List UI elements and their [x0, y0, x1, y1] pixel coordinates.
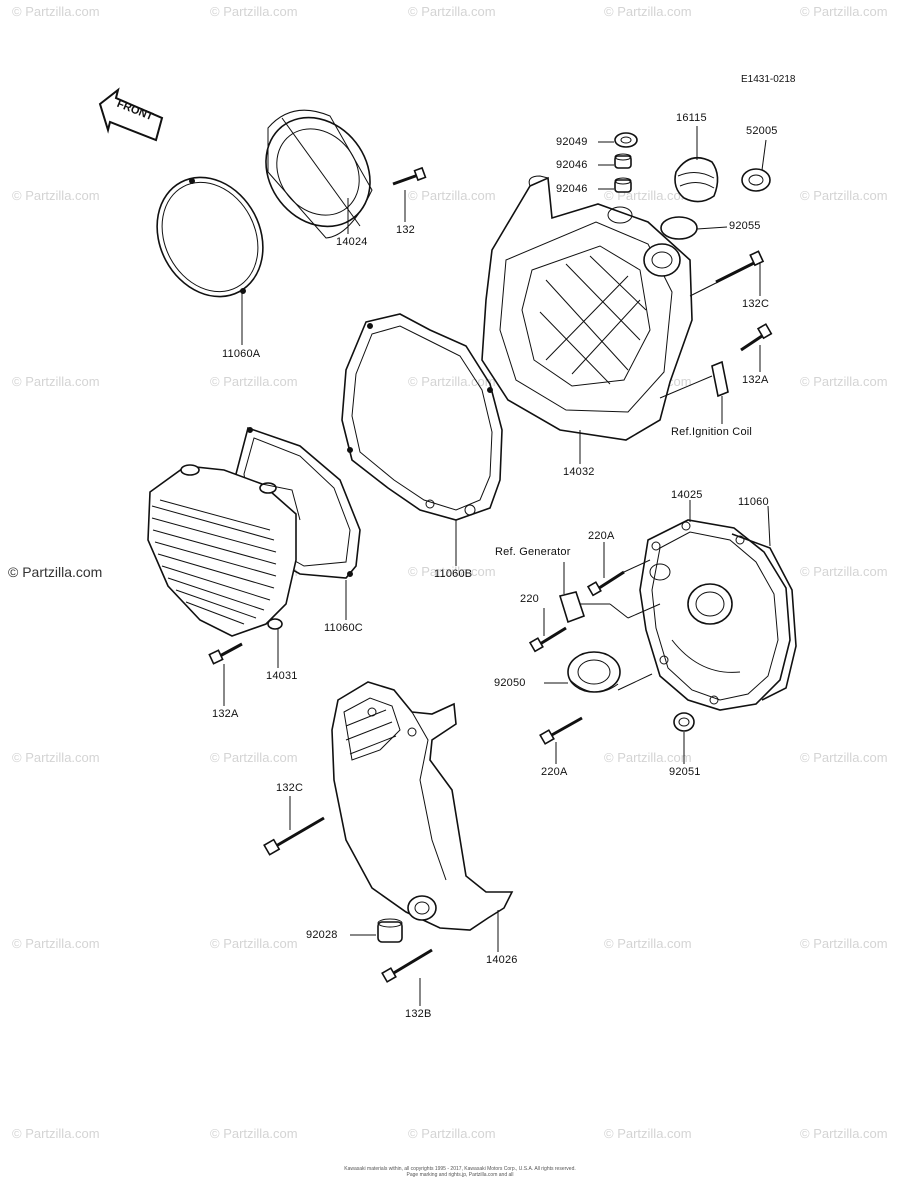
watermark: © Partzilla.com: [408, 1126, 496, 1141]
part-label-132A[interactable]: 132A: [742, 374, 769, 386]
cover-14025: [639, 519, 791, 711]
part-label-11060A[interactable]: 11060A: [222, 348, 261, 360]
watermark: © Partzilla.com: [800, 4, 888, 19]
watermark: © Partzilla.com: [408, 188, 496, 203]
part-label-92046[interactable]: 92046: [556, 159, 588, 171]
cover-14032: [481, 175, 693, 441]
part-label-220[interactable]: 220: [520, 593, 539, 605]
watermark: © Partzilla.com: [800, 374, 888, 389]
watermark: © Partzilla.com: [800, 936, 888, 951]
watermark: © Partzilla.com: [408, 564, 496, 579]
watermark: © Partzilla.com: [12, 936, 100, 951]
part-label-52005[interactable]: 52005: [746, 125, 778, 137]
part-label-132C[interactable]: 132C: [276, 782, 304, 794]
guard-14026: [331, 681, 514, 931]
bolt-132A-top: [740, 323, 773, 352]
part-label-16115[interactable]: 16115: [676, 112, 707, 124]
part-label-92046[interactable]: 92046: [556, 183, 588, 195]
generator-clamp: [558, 562, 661, 624]
collar-92049: [614, 132, 638, 148]
part-label-11060C[interactable]: 11060C: [324, 622, 363, 634]
part-label-132C[interactable]: 132C: [742, 298, 770, 310]
bolt-220A-top: [586, 570, 625, 597]
bolt-220A-bottom: [539, 716, 583, 745]
watermark: © Partzilla.com: [604, 1126, 692, 1141]
gasket-11060B: [341, 313, 503, 521]
bush-92046-a: [614, 153, 632, 169]
gasket-11060A: [156, 176, 264, 298]
diagram-code: E1431-0218: [741, 74, 796, 85]
copyright-line: Page marking and rights.jp, Partzilla.co…: [406, 1172, 514, 1178]
watermark: © Partzilla.com: [800, 188, 888, 203]
front-arrow-icon: FRONT: [98, 87, 164, 142]
part-label-92050[interactable]: 92050: [494, 677, 526, 689]
watermark: © Partzilla.com: [800, 564, 888, 579]
part-label-11060B[interactable]: 11060B: [434, 568, 473, 580]
watermark-primary: © Partzilla.com: [8, 564, 103, 580]
watermark: © Partzilla.com: [210, 750, 298, 765]
ref-label-ignition-coil[interactable]: Ref.Ignition Coil: [671, 426, 753, 438]
watermark: © Partzilla.com: [604, 750, 692, 765]
part-label-132A[interactable]: 132A: [212, 708, 239, 720]
bushing-92028: [377, 918, 403, 943]
o-ring-92055: [660, 216, 698, 240]
watermark: © Partzilla.com: [210, 1126, 298, 1141]
part-label-14032[interactable]: 14032: [563, 466, 595, 478]
part-label-220A[interactable]: 220A: [541, 766, 568, 778]
bolt-132C-top: [715, 250, 765, 284]
seal-52005: [741, 168, 771, 192]
part-label-14024[interactable]: 14024: [336, 236, 368, 248]
bolt-132A-bottom: [208, 642, 243, 665]
part-label-92051[interactable]: 92051: [669, 766, 701, 778]
cover-14024: [265, 109, 373, 239]
watermark: © Partzilla.com: [800, 750, 888, 765]
watermark: © Partzilla.com: [408, 4, 496, 19]
copyright-footer: Kawasaki materials within, all copyright…: [270, 1166, 650, 1178]
watermark: © Partzilla.com: [12, 188, 100, 203]
watermark: © Partzilla.com: [12, 374, 100, 389]
bolt-132: [392, 166, 427, 186]
part-label-14025[interactable]: 14025: [671, 489, 703, 501]
part-label-220A[interactable]: 220A: [588, 530, 615, 542]
cover-14031: [147, 464, 301, 637]
ref-label-generator[interactable]: Ref. Generator: [495, 546, 571, 558]
watermark: © Partzilla.com: [12, 4, 100, 19]
part-label-11060[interactable]: 11060: [738, 496, 769, 508]
watermark: © Partzilla.com: [604, 4, 692, 19]
bolt-132B: [381, 948, 433, 983]
watermark: © Partzilla.com: [800, 1126, 888, 1141]
bolt-220: [528, 626, 567, 653]
part-label-92055[interactable]: 92055: [729, 220, 761, 232]
ignition-coil-bracket: [659, 360, 729, 424]
seal-92051: [673, 712, 695, 732]
gasket-11060: [731, 533, 797, 701]
part-label-14026[interactable]: 14026: [486, 954, 518, 966]
part-label-92028[interactable]: 92028: [306, 929, 338, 941]
cap-16115: [674, 156, 719, 203]
part-label-14031[interactable]: 14031: [266, 670, 298, 682]
watermark: © Partzilla.com: [12, 750, 100, 765]
part-label-92049[interactable]: 92049: [556, 136, 588, 148]
bush-92046-b: [614, 177, 632, 193]
part-label-132B[interactable]: 132B: [405, 1008, 432, 1020]
watermark: © Partzilla.com: [604, 936, 692, 951]
watermark: © Partzilla.com: [210, 936, 298, 951]
part-label-132[interactable]: 132: [396, 224, 415, 236]
seal-92050: [567, 651, 621, 693]
watermark: © Partzilla.com: [210, 374, 298, 389]
watermark: © Partzilla.com: [210, 4, 298, 19]
watermark: © Partzilla.com: [12, 1126, 100, 1141]
bolt-132C-bottom: [263, 816, 325, 856]
copyright-line: Kawasaki materials within, all copyright…: [344, 1166, 576, 1172]
